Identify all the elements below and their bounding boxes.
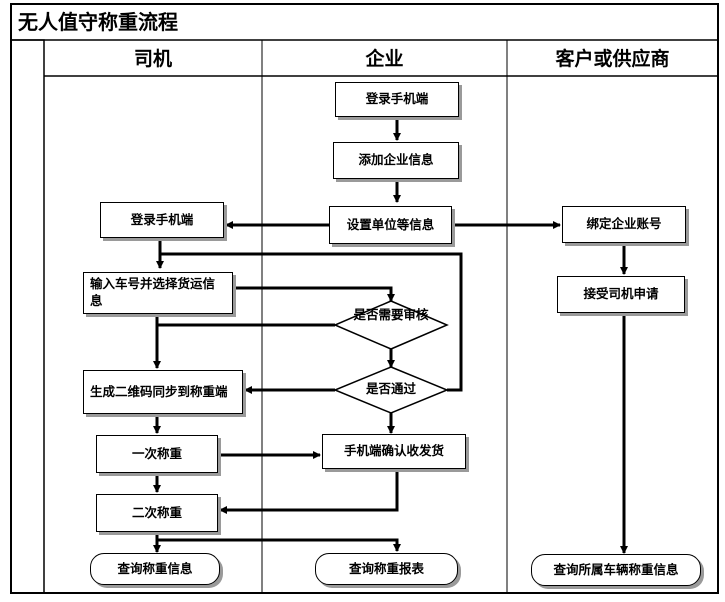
node-drv-query: 查询称重信息 xyxy=(90,553,220,585)
node-ent-query: 查询称重报表 xyxy=(315,553,458,585)
arrow-second-to-ent-query xyxy=(155,532,401,552)
arrow-confirm-to-second xyxy=(219,469,399,514)
lane-header-enterprise: 企业 xyxy=(365,48,404,70)
node-drv-qrcode: 生成二维码同步到称重端 xyxy=(83,370,243,414)
left-gutter xyxy=(10,39,45,594)
node-drv-first-weigh: 一次称重 xyxy=(96,435,218,473)
node-cust-accept: 接受司机申请 xyxy=(557,276,685,313)
lane-header-customer: 客户或供应商 xyxy=(555,48,670,70)
node-drv-input: 输入车号并选择货运信息 xyxy=(83,272,233,314)
node-ent-login: 登录手机端 xyxy=(335,82,459,117)
lane-header-driver: 司机 xyxy=(133,48,172,70)
node-ent-confirm: 手机端确认收发货 xyxy=(322,434,466,469)
arrow-input-to-review xyxy=(233,286,395,302)
node-ent-set-info: 设置单位等信息 xyxy=(329,206,452,244)
page-title: 无人值守称重流程 xyxy=(18,10,178,34)
loop-reject-back xyxy=(160,252,463,392)
node-drv-login: 登录手机端 xyxy=(100,202,224,238)
node-cust-bind: 绑定企业账号 xyxy=(562,206,686,243)
node-drv-second-weigh: 二次称重 xyxy=(96,494,218,532)
node-ent-add-info: 添加企业信息 xyxy=(333,142,459,179)
node-cust-query: 查询所属车辆称重信息 xyxy=(531,554,701,586)
decision-pass-label: 是否通过 xyxy=(365,381,416,396)
decision-review-label: 是否需要审核 xyxy=(353,307,429,322)
